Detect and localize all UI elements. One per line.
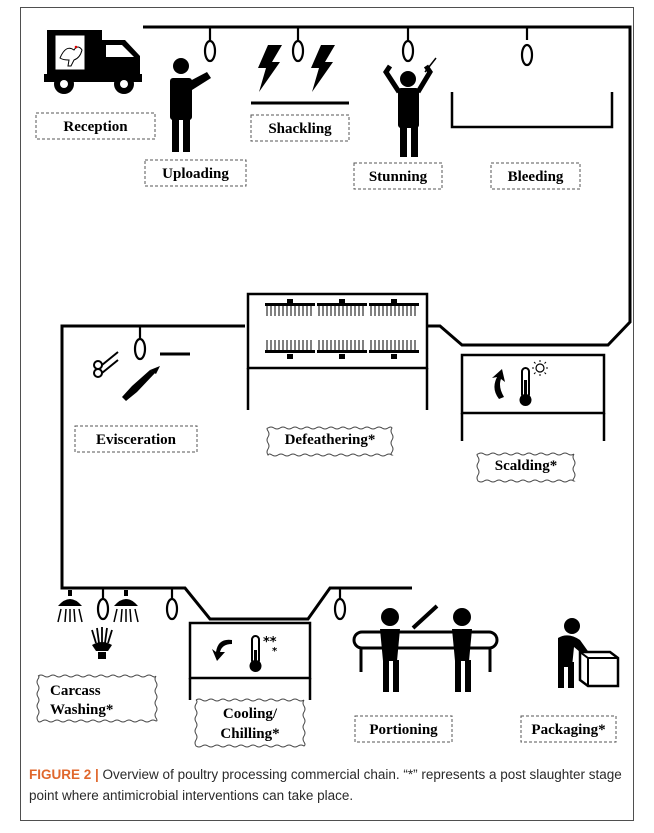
- svg-text:Portioning: Portioning: [369, 722, 438, 738]
- caption-text: Overview of poultry processing commercia…: [29, 767, 622, 803]
- scalding-tank-icon: [460, 353, 606, 441]
- svg-text:Scalding*: Scalding*: [495, 458, 558, 474]
- shower-icon-1: [57, 590, 83, 623]
- arrow-down-icon: [212, 639, 232, 661]
- label-scalding: Scalding*: [476, 452, 576, 483]
- svg-text:Bleeding: Bleeding: [508, 169, 564, 185]
- svg-text:**: **: [263, 635, 277, 650]
- label-reception: Reception: [35, 112, 156, 140]
- figure-frame: [20, 7, 634, 821]
- shower-icon-2: [113, 590, 139, 623]
- label-cooling-chilling: Cooling/ Chilling*: [194, 698, 306, 748]
- svg-text:Stunning: Stunning: [369, 169, 428, 185]
- hook-7: [165, 588, 179, 621]
- lightning-icons: [258, 45, 335, 92]
- label-portioning: Portioning: [354, 715, 453, 743]
- arrow-up-icon: [492, 369, 505, 399]
- hook-3: [401, 27, 415, 63]
- svg-text:Washing*: Washing*: [50, 702, 113, 718]
- conveyor-line: [60, 25, 632, 621]
- uploading-person-icon: [170, 58, 211, 152]
- truck-icon: [44, 30, 142, 94]
- label-uploading: Uploading: [144, 159, 247, 187]
- svg-text:Chilling*: Chilling*: [220, 726, 279, 742]
- svg-text:Defeathering*: Defeathering*: [285, 432, 376, 448]
- scalpel-icon: [122, 366, 160, 401]
- figure-label: FIGURE 2 |: [29, 767, 99, 782]
- portioning-workers-icon: [352, 604, 499, 692]
- packaging-worker-icon: [558, 618, 620, 688]
- svg-text:Evisceration: Evisceration: [96, 432, 177, 448]
- process-diagram: ** * Reception Uploading Shackli: [35, 25, 632, 748]
- svg-text:Uploading: Uploading: [162, 166, 229, 182]
- stunning-person-icon: [383, 57, 437, 157]
- hook-6: [96, 588, 110, 621]
- figure-caption: FIGURE 2 | Overview of poultry processin…: [29, 764, 629, 806]
- defeathering-brushes: [265, 299, 419, 359]
- label-evisceration: Evisceration: [74, 425, 198, 453]
- cold-thermometer-icon: ** *: [249, 635, 278, 672]
- svg-text:Reception: Reception: [63, 119, 128, 135]
- shower-icon-3: [91, 627, 113, 659]
- label-packaging: Packaging*: [520, 715, 617, 743]
- svg-text:Packaging*: Packaging*: [531, 722, 605, 738]
- hook-4: [520, 27, 534, 67]
- label-defeathering: Defeathering*: [266, 426, 394, 457]
- bleeding-trough: [450, 92, 614, 129]
- svg-text:Shackling: Shackling: [268, 121, 332, 137]
- svg-text:*: *: [272, 646, 278, 657]
- scissors-icon: [93, 351, 119, 378]
- hook-2: [291, 27, 305, 63]
- label-stunning: Stunning: [353, 162, 443, 190]
- chicken-icon: [59, 46, 83, 67]
- hook-8: [333, 588, 347, 621]
- hook-5: [133, 326, 147, 361]
- label-bleeding: Bleeding: [490, 162, 581, 190]
- label-shackling: Shackling: [250, 114, 350, 142]
- svg-text:Carcass: Carcass: [50, 683, 101, 699]
- thermometer-icon: [519, 360, 548, 406]
- shackle-hooks: [96, 27, 534, 621]
- hook-1: [203, 27, 217, 63]
- chilling-tank-icon: [188, 621, 312, 700]
- label-carcass-washing: Carcass Washing*: [36, 674, 158, 723]
- defeathering-machine-icon: [246, 292, 429, 410]
- svg-text:Cooling/: Cooling/: [223, 706, 278, 722]
